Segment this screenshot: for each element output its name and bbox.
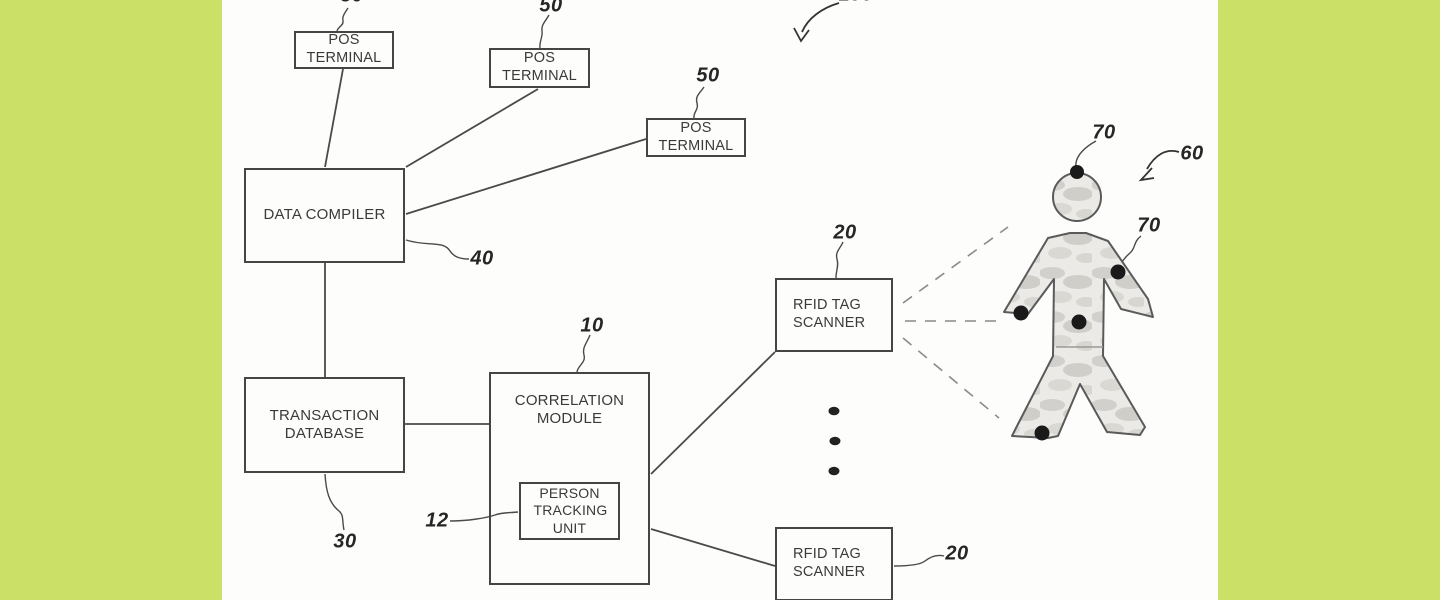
arrow-60-head-icon <box>1141 168 1154 180</box>
leader-40-datacompiler <box>406 240 469 259</box>
rfid-scan-beams <box>903 227 1008 418</box>
ref-20-rfid-top: 20 <box>833 222 856 245</box>
person-arrow <box>1141 151 1179 180</box>
ref-50-pos1: 50 <box>340 0 363 8</box>
person-body <box>1004 233 1153 438</box>
arrow-60-curve <box>1147 151 1179 169</box>
ref-70-tag-arm: 70 <box>1137 215 1160 238</box>
rfid-scanner-bottom-label: RFID TAG SCANNER <box>793 546 875 581</box>
arrow-100-curve <box>802 3 839 32</box>
data-compiler-box: DATA COMPILER <box>244 168 405 263</box>
transaction-database-label: TRANSACTION DATABASE <box>269 407 381 444</box>
pos-terminal-2-box: POS TERMINAL <box>489 48 590 88</box>
leader-20-rfid-top <box>836 242 843 278</box>
rfid-tag-ankle-icon <box>1035 426 1050 441</box>
ref-20-rfid-bottom: 20 <box>945 543 968 566</box>
transaction-database-box: TRANSACTION DATABASE <box>244 377 405 473</box>
data-compiler-label: DATA COMPILER <box>263 206 385 224</box>
leader-50-pos1 <box>337 8 348 31</box>
leader-50-pos3 <box>694 87 704 118</box>
pos-terminal-1-box: POS TERMINAL <box>294 31 394 69</box>
rfid-scanner-bottom-box: RFID TAG SCANNER <box>775 527 893 600</box>
ref-50-pos3: 50 <box>696 65 719 88</box>
system-arrow <box>794 3 839 41</box>
line-pos2-datacompiler <box>406 89 538 167</box>
ref-100-system: 100 <box>839 0 874 7</box>
ref-70-tag-head: 70 <box>1092 122 1115 145</box>
ref-60-person: 60 <box>1180 143 1203 166</box>
correlation-module-label: CORRELATION MODULE <box>514 392 626 429</box>
person-figure <box>1004 165 1153 441</box>
leader-30-transactiondb <box>325 474 344 530</box>
pos-terminal-3-box: POS TERMINAL <box>646 118 746 157</box>
person-tracking-unit-box: PERSON TRACKING UNIT <box>519 482 620 540</box>
rfid-tag-chest-icon <box>1072 315 1087 330</box>
ellipsis-dot-3 <box>829 467 840 476</box>
rfid-scanner-top-label: RFID TAG SCANNER <box>793 297 875 332</box>
scan-beam-upper <box>903 227 1008 303</box>
pos-terminal-3-label: POS TERMINAL <box>648 120 744 155</box>
person-head <box>1053 173 1101 221</box>
rfid-tag-arm-icon <box>1111 265 1126 280</box>
ref-50-pos2: 50 <box>539 0 562 18</box>
line-correlation-rfid-top <box>651 352 775 474</box>
rfid-tag-hand-icon <box>1014 306 1029 321</box>
leader-20-rfid-bottom <box>894 555 944 566</box>
line-pos1-datacompiler <box>325 69 343 167</box>
arrow-100-head-icon <box>794 28 809 41</box>
ref-40-data-compiler: 40 <box>470 248 493 271</box>
ellipsis-dot-1 <box>829 407 840 416</box>
rfid-tag-head-icon <box>1070 165 1084 179</box>
correlation-module-box: CORRELATION MODULE <box>489 372 650 585</box>
pos-terminal-1-label: POS TERMINAL <box>296 32 392 67</box>
ref-12-person-tracking-unit: 12 <box>425 510 448 533</box>
pos-terminal-2-label: POS TERMINAL <box>491 50 588 85</box>
scan-beam-lower <box>903 338 999 418</box>
person-tracking-unit-label: PERSON TRACKING UNIT <box>534 485 606 536</box>
ref-30-transaction-database: 30 <box>333 531 356 554</box>
ellipsis-dots <box>829 407 841 476</box>
line-pos3-datacompiler <box>406 139 646 214</box>
rfid-scanner-top-box: RFID TAG SCANNER <box>775 278 893 352</box>
leader-10-correlation <box>577 335 590 372</box>
ellipsis-dot-2 <box>830 437 841 446</box>
ref-10-correlation-module: 10 <box>580 315 603 338</box>
leader-50-pos2 <box>540 15 549 48</box>
line-correlation-rfid-bottom <box>651 529 775 566</box>
